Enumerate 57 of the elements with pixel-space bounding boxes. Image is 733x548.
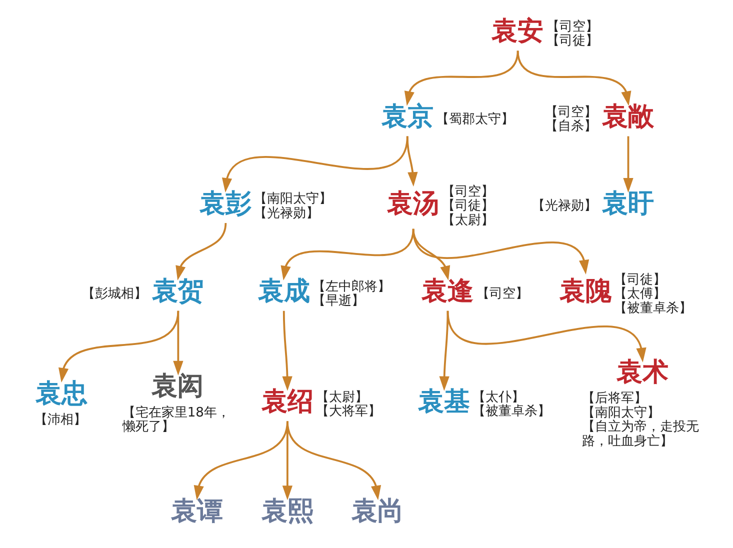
node-label: 【彭城相】 xyxy=(82,286,146,302)
node-label: 【太傅】 xyxy=(614,286,666,302)
arrow xyxy=(280,228,414,280)
node-label: 【太尉】 xyxy=(441,212,494,228)
node-text: 袁安 xyxy=(491,16,544,47)
node-label: 【司徒】 xyxy=(441,198,494,214)
arrow xyxy=(404,50,518,106)
arrow xyxy=(412,228,589,274)
arrow xyxy=(175,222,226,280)
node-label: 【被董卓杀】 xyxy=(614,300,692,316)
arrow xyxy=(446,310,646,362)
node-label: 【早逝】 xyxy=(312,294,364,309)
arrow xyxy=(172,310,183,376)
node-label: 【光禄勋】 xyxy=(532,198,597,214)
node-text: 袁术 xyxy=(616,357,668,388)
arrow xyxy=(58,310,179,383)
arrow xyxy=(622,136,633,193)
node-label: 【司空】 xyxy=(441,184,494,200)
node-text: 袁贺 xyxy=(152,276,204,307)
node-label: 【蜀郡太守】 xyxy=(435,112,514,127)
node-text: 袁汤 xyxy=(386,188,439,219)
node-text: 袁隗 xyxy=(558,276,611,307)
node-text: 袁尚 xyxy=(351,496,404,526)
node-text: 袁基 xyxy=(418,387,470,418)
node-label: 【自立为帝，走投无路，吐血身亡】 xyxy=(581,420,698,449)
node-label: 【司徒】 xyxy=(614,272,666,288)
node-label: 【被董卓杀】 xyxy=(472,404,550,420)
arrow xyxy=(282,310,292,391)
node-label: 【司空】 xyxy=(546,19,598,34)
node-label: 【宅在家里18年，懒死了】 xyxy=(122,405,230,435)
node-text: 袁闳 xyxy=(150,372,203,402)
node-label: 【太尉】 xyxy=(315,390,368,405)
arrow xyxy=(286,421,381,500)
node-label: 【左中郎将】 xyxy=(312,279,390,294)
node-label: 【司空】 xyxy=(476,286,528,302)
node-label: 【光禄勋】 xyxy=(254,206,319,221)
arrow xyxy=(516,50,631,106)
node-text: 袁彭 xyxy=(199,188,252,219)
node-text: 袁敞 xyxy=(602,102,654,132)
node-text: 袁绍 xyxy=(260,387,313,418)
node-text: 袁盱 xyxy=(602,188,654,219)
node-text: 袁逢 xyxy=(421,276,474,307)
node-text: 袁忠 xyxy=(35,378,88,409)
node-label: 【南阳太守】 xyxy=(254,192,332,207)
node-label: 【大将军】 xyxy=(315,404,380,420)
node-label: 【司空】 xyxy=(544,104,597,120)
node-label: 【自杀】 xyxy=(544,119,597,134)
node-text: 袁成 xyxy=(257,276,310,307)
node-label: 【后将军】 xyxy=(581,391,646,406)
node-label: 【沛相】 xyxy=(34,412,86,428)
node-label: 【南阳太守】 xyxy=(581,405,660,420)
node-text: 袁京 xyxy=(380,102,433,132)
node-text: 袁谭 xyxy=(170,496,223,526)
arrow xyxy=(406,136,418,187)
node-label: 【司徒】 xyxy=(546,34,598,49)
node-label: 【太仆】 xyxy=(472,390,524,405)
node-text: 袁熙 xyxy=(260,496,313,526)
